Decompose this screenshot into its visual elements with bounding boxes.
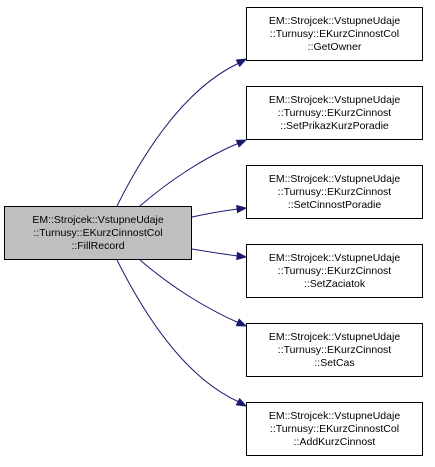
node-line: ::Turnusy::EKurzCinnostCol <box>33 226 163 239</box>
node-line: EM::Strojcek::VstupneUdaje <box>268 330 401 343</box>
edge-setcinnostporadie <box>191 208 239 218</box>
node-line: ::Turnusy::EKurzCinnostCol <box>269 422 400 435</box>
edge-setcinnostporadie-arrowhead <box>236 204 248 214</box>
edge-setcas <box>139 259 240 324</box>
node-addkurzcinnost-label: EM::Strojcek::VstupneUdaje ::Turnusy::EK… <box>269 410 400 449</box>
node-line: ::FillRecord <box>71 239 125 252</box>
node-line: ::AddKurzCinnost <box>293 435 376 448</box>
edge-getowner <box>116 62 240 207</box>
node-line: ::GetOwner <box>307 40 362 53</box>
node-line: ::SetCas <box>314 356 355 369</box>
node-line: ::Turnusy::EKurzCinnost <box>277 343 392 356</box>
node-setprikazkurzporadie[interactable]: EM::Strojcek::VstupneUdaje ::Turnusy::EK… <box>246 86 423 140</box>
node-line: ::SetPrikazKurzPoradie <box>280 119 389 132</box>
node-getowner-label: EM::Strojcek::VstupneUdaje ::Turnusy::EK… <box>269 15 400 54</box>
node-line: EM::Strojcek::VstupneUdaje <box>32 213 164 226</box>
node-setzaciatok[interactable]: EM::Strojcek::VstupneUdaje ::Turnusy::EK… <box>246 244 423 298</box>
node-line: ::Turnusy::EKurzCinnost <box>277 185 392 198</box>
node-line: ::SetCinnostPoradie <box>287 198 382 211</box>
edge-getowner-arrowhead <box>235 58 248 68</box>
edge-setzaciatok-arrowhead <box>236 251 248 261</box>
node-line: EM::Strojcek::VstupneUdaje <box>268 14 401 27</box>
edge-setcas-arrowhead <box>235 318 248 327</box>
node-line: ::Turnusy::EKurzCinnostCol <box>269 27 400 40</box>
node-addkurzcinnost[interactable]: EM::Strojcek::VstupneUdaje ::Turnusy::EK… <box>246 402 423 456</box>
node-fillrecord[interactable]: EM::Strojcek::VstupneUdaje ::Turnusy::EK… <box>4 206 192 260</box>
node-setcas[interactable]: EM::Strojcek::VstupneUdaje ::Turnusy::EK… <box>246 323 423 377</box>
node-setprikazkurzporadie-label: EM::Strojcek::VstupneUdaje ::Turnusy::EK… <box>269 94 400 133</box>
edge-setprikazkurzporadie-arrowhead <box>235 139 248 148</box>
edge-addkurzcinnost-arrowhead <box>235 397 248 407</box>
node-fillrecord-label: EM::Strojcek::VstupneUdaje ::Turnusy::EK… <box>32 214 163 253</box>
node-setcinnostporadie[interactable]: EM::Strojcek::VstupneUdaje ::Turnusy::EK… <box>246 165 423 219</box>
node-getowner[interactable]: EM::Strojcek::VstupneUdaje ::Turnusy::EK… <box>246 7 423 61</box>
node-line: EM::Strojcek::VstupneUdaje <box>268 251 401 264</box>
edge-setzaciatok <box>191 248 239 257</box>
node-line: ::Turnusy::EKurzCinnost <box>277 106 392 119</box>
node-line: ::Turnusy::EKurzCinnost <box>277 264 392 277</box>
node-line: ::SetZaciatok <box>303 277 366 290</box>
node-setzaciatok-label: EM::Strojcek::VstupneUdaje ::Turnusy::EK… <box>269 252 400 291</box>
node-line: EM::Strojcek::VstupneUdaje <box>268 93 401 106</box>
node-line: EM::Strojcek::VstupneUdaje <box>268 172 401 185</box>
node-setcas-label: EM::Strojcek::VstupneUdaje ::Turnusy::EK… <box>269 331 400 370</box>
node-line: EM::Strojcek::VstupneUdaje <box>268 409 401 422</box>
node-setcinnostporadie-label: EM::Strojcek::VstupneUdaje ::Turnusy::EK… <box>269 173 400 212</box>
edge-addkurzcinnost <box>116 259 240 403</box>
edge-setprikazkurzporadie <box>139 142 240 207</box>
